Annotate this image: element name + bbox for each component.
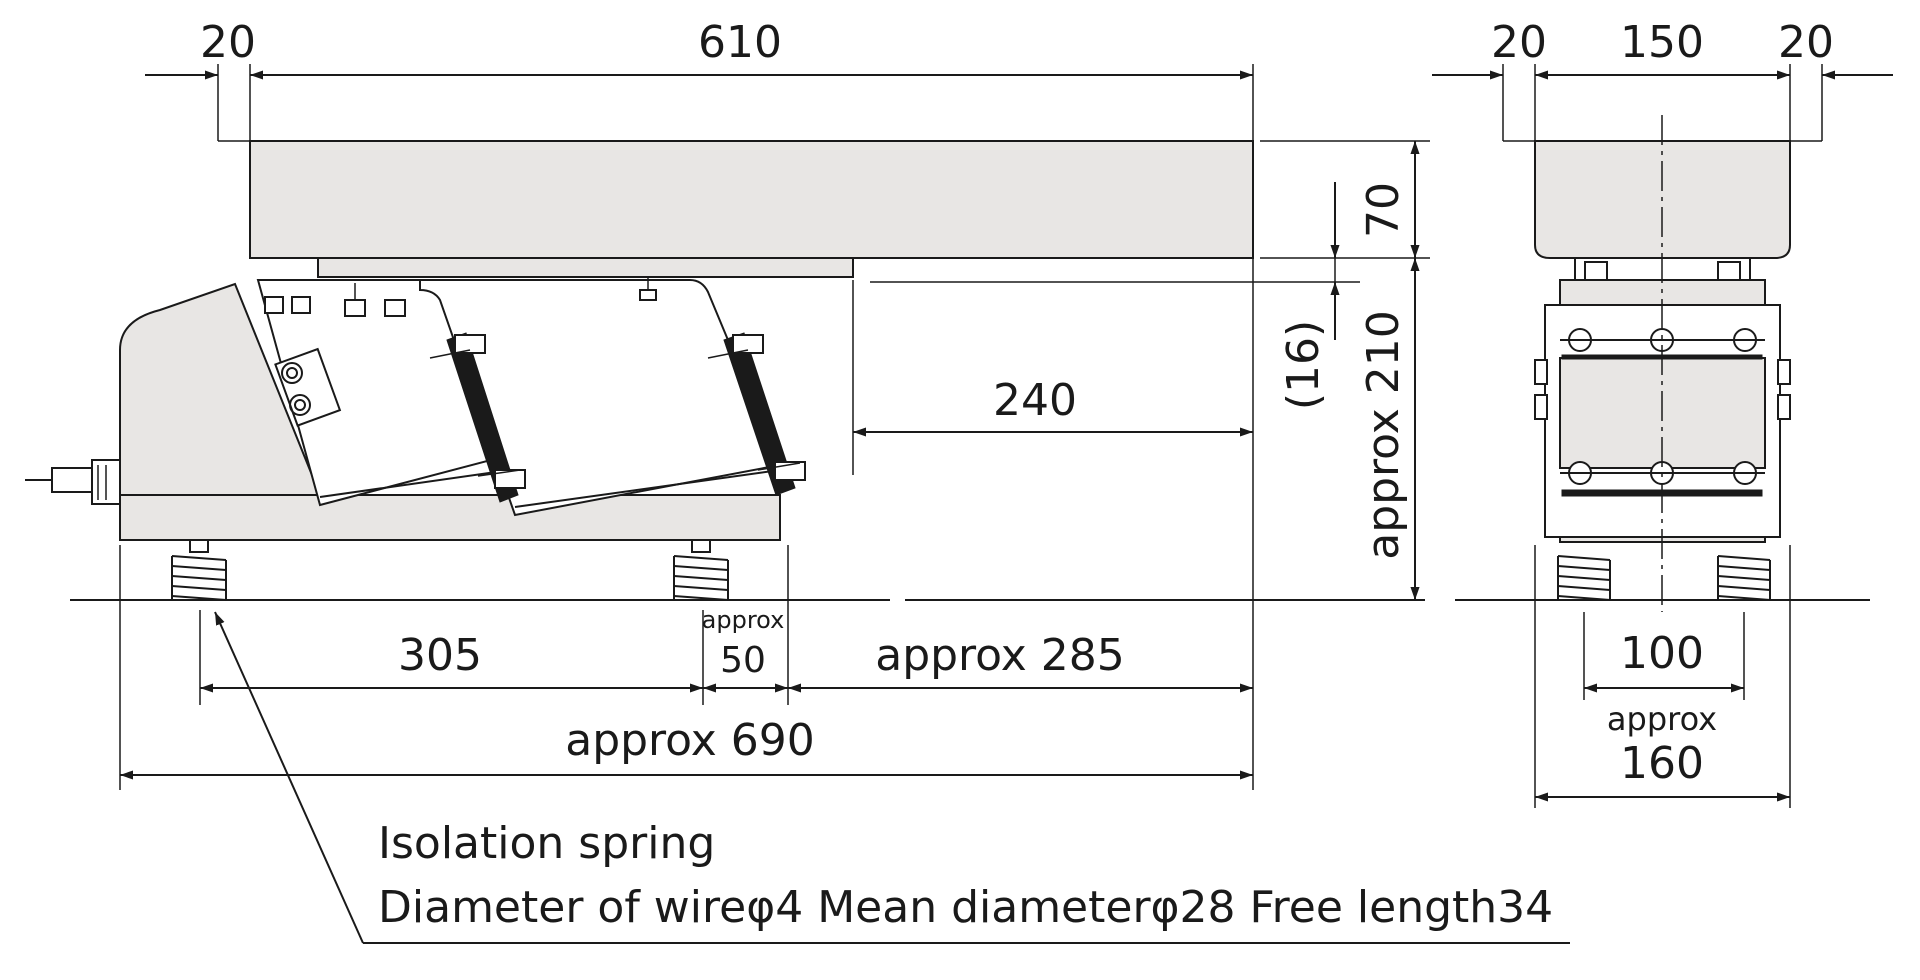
terminal-screw — [289, 394, 311, 416]
isolation-spring-right — [673, 539, 729, 601]
dim-side-285: approx 285 — [875, 630, 1125, 681]
dim-side-305: 305 — [398, 630, 482, 681]
dim-side-50: 50 — [720, 640, 766, 681]
dim-front-150: 150 — [1620, 17, 1704, 68]
isolation-spring-front-left — [1557, 555, 1611, 601]
dim-front-100: 100 — [1620, 628, 1704, 679]
dim-front-20-right: 20 — [1778, 17, 1834, 68]
spring-note: Isolation spring Diameter of wireφ4 Mean… — [214, 611, 1570, 944]
dim-side-70: 70 — [1358, 182, 1409, 238]
spring-note-spec: Diameter of wireφ4 Mean diameterφ28 Free… — [378, 882, 1553, 933]
isolation-spring-front-right — [1717, 555, 1771, 601]
drive-housing-cover — [119, 282, 321, 541]
dim-side-240: 240 — [993, 375, 1077, 426]
dim-side-16: (16) — [1278, 320, 1329, 410]
leaf-springs — [429, 332, 806, 503]
dim-side-210: approx 210 — [1358, 310, 1409, 560]
cable-connector — [25, 459, 121, 505]
isolation-spring-left — [171, 539, 227, 601]
dim-front-160: 160 — [1620, 738, 1704, 789]
feeder-base — [119, 494, 781, 541]
leader-line — [214, 611, 364, 944]
spring-note-title: Isolation spring — [378, 818, 715, 869]
dim-side-50-approx: approx — [702, 606, 785, 634]
dim-front-160-approx: approx — [1607, 700, 1717, 738]
trough — [249, 140, 1254, 259]
dim-side-20: 20 — [200, 17, 256, 68]
dim-front-20-left: 20 — [1491, 17, 1547, 68]
dim-side-610: 610 — [698, 17, 782, 68]
side-view: 20 610 70 (16) approx 210 240 305 approx… — [25, 17, 1430, 790]
dim-side-690: approx 690 — [565, 715, 815, 766]
top-bolts — [264, 278, 657, 317]
front-view: 20 150 20 100 approx 160 — [1432, 17, 1893, 808]
terminal-screw — [281, 362, 303, 384]
trough-mounting-plate — [317, 257, 854, 278]
